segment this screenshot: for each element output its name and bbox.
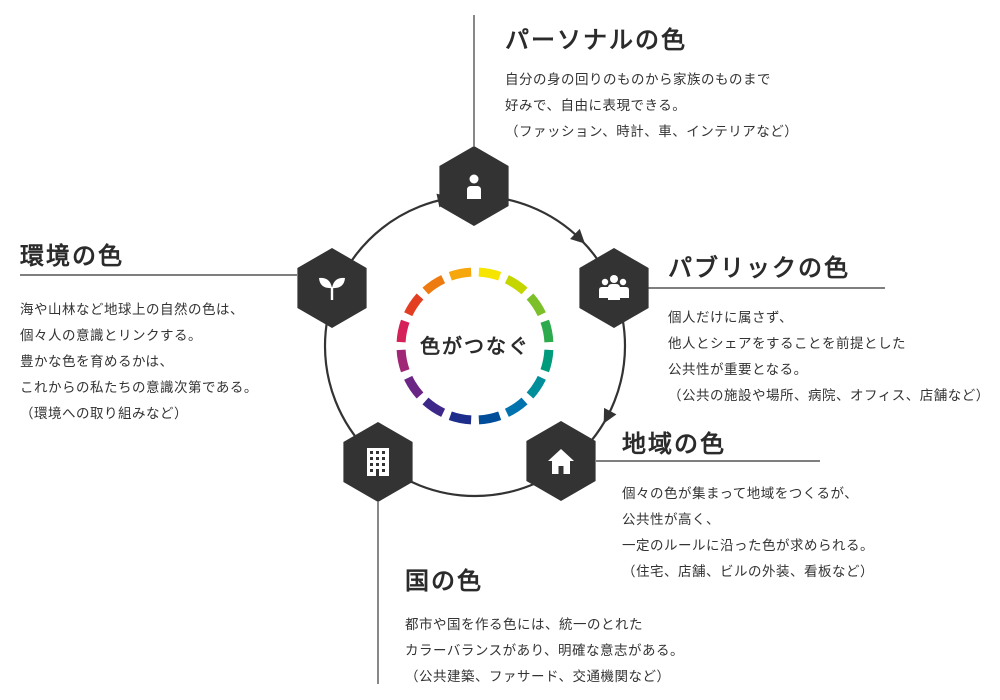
description-line: 自分の身の回りのものから家族のものまで xyxy=(505,72,771,88)
ring-segment xyxy=(404,375,424,399)
ring-segment xyxy=(404,293,424,317)
category-title: 国の色 xyxy=(405,567,483,595)
description-line: 海や山林など地球上の自然の色は、 xyxy=(20,302,244,318)
ring-segment xyxy=(540,349,554,373)
category-description: 自分の身の回りのものから家族のものまで 好みで、自由に表現できる。 （ファッショ… xyxy=(505,67,798,145)
hex-node-environment xyxy=(297,248,367,328)
ring-segment xyxy=(504,397,528,417)
description-line: 一定のルールに沿った色が求められる。 xyxy=(622,538,874,554)
description-line: カラーバランスがあり、明確な意志がある。 xyxy=(405,643,685,659)
description-line: （公共の施設や場所、病院、オフィス、店舗など） xyxy=(668,388,990,404)
description-line: 好みで、自由に表現できる。 xyxy=(505,98,687,114)
ring-segment xyxy=(422,397,446,417)
people-group-icon xyxy=(599,275,629,300)
category-description: 都市や国を作る色には、統一のとれた カラーバランスがあり、明確な意志がある。 （… xyxy=(405,612,684,690)
hex-node-country xyxy=(343,422,413,502)
category-description: 個々の色が集まって地域をつくるが、 公共性が高く、 一定のルールに沿った色が求め… xyxy=(622,481,874,585)
category-region: 地域の色 個々の色が集まって地域をつくるが、 公共性が高く、 一定のルールに沿っ… xyxy=(622,424,874,585)
description-line: 豊かな色を育めるかは、 xyxy=(20,354,174,370)
category-description: 海や山林など地球上の自然の色は、 個々人の意識とリンクする。 豊かな色を育めるか… xyxy=(20,297,258,427)
hex-node-personal xyxy=(439,146,509,226)
flow-arrowhead xyxy=(570,228,585,244)
description-line: 個々の色が集まって地域をつくるが、 xyxy=(622,486,859,502)
flow-arrowhead xyxy=(603,407,617,424)
description-line: 都市や国を作る色には、統一のとれた xyxy=(405,617,643,633)
center-label: 色がつなぐ xyxy=(420,334,530,358)
ring-segment xyxy=(448,411,472,425)
category-country: 国の色 都市や国を作る色には、統一のとれた カラーバランスがあり、明確な意志があ… xyxy=(405,561,684,690)
description-line: 個々人の意識とリンクする。 xyxy=(20,328,202,344)
ring-segment xyxy=(504,275,528,295)
ring-segment xyxy=(448,267,472,281)
description-line: （住宅、店舗、ビルの外装、看板など） xyxy=(622,564,874,580)
description-line: 他人とシェアをすることを前提とした xyxy=(668,336,906,352)
ring-segment xyxy=(396,319,410,343)
hex-node-region xyxy=(526,421,596,501)
category-public: パブリックの色 個人だけに属さず、 他人とシェアをすることを前提とした 公共性が… xyxy=(668,248,990,409)
category-personal: パーソナルの色 自分の身の回りのものから家族のものまで 好みで、自由に表現できる… xyxy=(505,20,798,145)
ring-segment xyxy=(478,411,502,425)
category-title: 環境の色 xyxy=(20,242,124,270)
color-ring xyxy=(396,267,554,425)
description-line: これからの私たちの意識次第である。 xyxy=(20,380,258,396)
person-icon xyxy=(467,174,481,199)
description-line: 個人だけに属さず、 xyxy=(668,310,794,326)
connector-lines xyxy=(20,15,885,684)
description-line: 公共性が高く、 xyxy=(622,512,720,528)
ring-segment xyxy=(540,319,554,343)
category-title: パブリックの色 xyxy=(668,254,850,282)
ring-segment xyxy=(422,275,446,295)
ring-segment xyxy=(396,349,410,373)
description-line: （環境への取り組みなど） xyxy=(20,406,188,422)
ring-segment xyxy=(478,267,502,281)
ring-segment xyxy=(526,293,546,317)
category-title: 地域の色 xyxy=(622,430,726,458)
description-line: 公共性が重要となる。 xyxy=(668,362,808,378)
house-icon xyxy=(548,449,574,474)
building-icon xyxy=(367,448,389,476)
category-description: 個人だけに属さず、 他人とシェアをすることを前提とした 公共性が重要となる。 （… xyxy=(668,305,990,409)
ring-segment xyxy=(526,375,546,399)
sprout-icon xyxy=(319,277,345,300)
category-environment: 環境の色 海や山林など地球上の自然の色は、 個々人の意識とリンクする。 豊かな色… xyxy=(20,236,258,427)
description-line: （ファッション、時計、車、インテリアなど） xyxy=(505,124,799,140)
hex-node-public xyxy=(579,248,649,328)
description-line: （公共建築、ファサード、交通機関など） xyxy=(405,669,671,685)
category-title: パーソナルの色 xyxy=(505,26,687,54)
